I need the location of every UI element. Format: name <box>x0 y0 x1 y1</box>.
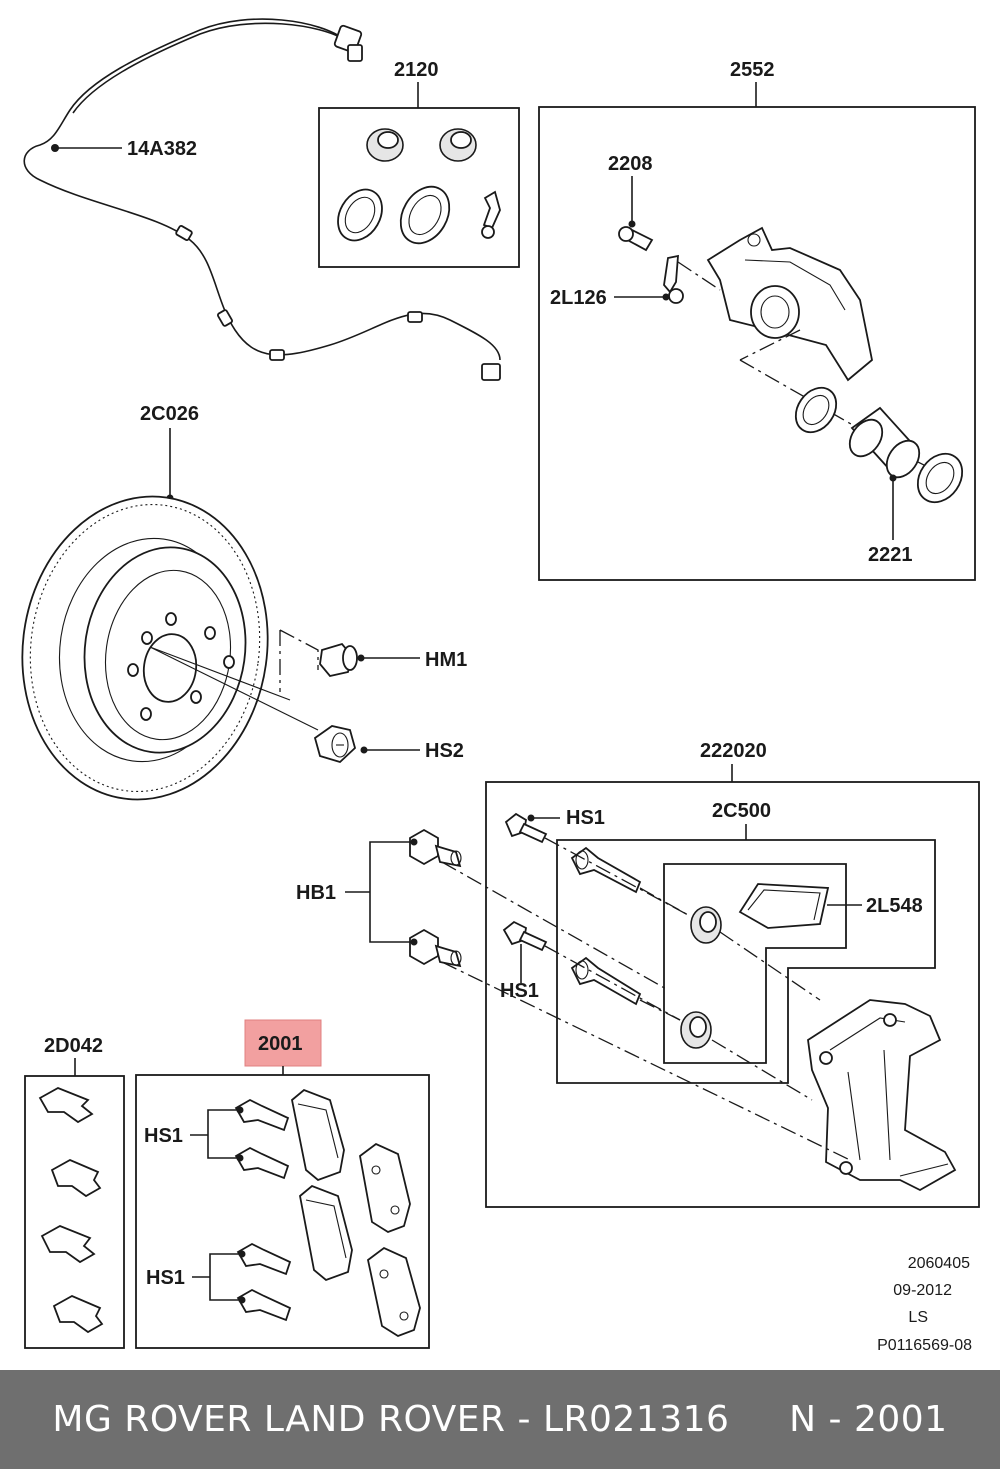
kit-2120-box <box>318 107 520 268</box>
wear-sensor-wire <box>23 18 501 381</box>
pin-boot-bottom <box>680 1011 712 1049</box>
diagram-code: LS <box>908 1309 928 1326</box>
brake-pad-1 <box>291 1088 345 1182</box>
label-2l126: 2L126 <box>550 287 607 309</box>
label-2l548: 2L548 <box>866 895 923 917</box>
kit-2120-parts <box>337 128 501 245</box>
brake-pad-2 <box>359 1142 411 1233</box>
label-hb1: HB1 <box>296 882 336 904</box>
label-hm1: HM1 <box>425 649 467 671</box>
grease-2l548-box <box>663 863 847 1064</box>
piston-boot <box>916 452 964 504</box>
bolt-hs1-carrier-mid <box>502 920 548 952</box>
label-2001: 2001 <box>258 1033 303 1055</box>
pad-clip-2 <box>50 1158 102 1198</box>
grease-packet <box>738 883 830 929</box>
bleed-screw <box>618 226 654 252</box>
bolt-hs1-pads-3 <box>236 1242 292 1276</box>
label-hs1-mid: HS1 <box>500 980 539 1002</box>
pin-boot-top <box>690 906 722 944</box>
brake-pad-3 <box>299 1184 353 1282</box>
piston <box>848 406 921 479</box>
label-hs1-bottom: HS1 <box>146 1267 185 1289</box>
guide-pin-top <box>570 846 642 894</box>
footer-text: MG ROVER LAND ROVER - LR021316 N - 2001 <box>52 1399 948 1440</box>
diagram-date: 09-2012 <box>893 1282 952 1299</box>
carrier-222020-box <box>485 781 980 1208</box>
highlight-2001 <box>244 1019 322 1067</box>
bolt-hs1-carrier-top <box>504 812 548 844</box>
label-14a382: 14A382 <box>127 138 197 160</box>
label-2d042: 2D042 <box>44 1035 103 1057</box>
caliper-body <box>706 226 873 382</box>
label-2c500: 2C500 <box>712 800 771 822</box>
bleed-cap <box>663 254 684 304</box>
brake-pad-4 <box>367 1246 421 1337</box>
label-hs2: HS2 <box>425 740 464 762</box>
footer-bar: MG ROVER LAND ROVER - LR021316 N - 2001 <box>0 1370 1000 1469</box>
piston-seal <box>794 386 838 434</box>
guide-pin-kit-2c500-box <box>556 839 936 1084</box>
label-2c026: 2C026 <box>140 403 199 425</box>
diagram-number: 2060405 <box>908 1255 970 1272</box>
screw-hs2 <box>313 725 357 764</box>
parts-diagram: 14A382 2120 2552 2208 2L126 <box>21 18 980 1354</box>
pad-clip-4 <box>52 1294 104 1334</box>
label-222020: 222020 <box>700 740 767 762</box>
carrier-bracket <box>807 999 957 1192</box>
caliper-2552-box <box>538 106 976 581</box>
pad-clip-1 <box>38 1087 94 1124</box>
pad-clip-3 <box>40 1225 96 1264</box>
label-hs1-top: HS1 <box>144 1125 183 1147</box>
hub-part-hm1 <box>319 642 358 677</box>
bolt-hb1-top <box>409 828 462 868</box>
guide-pin-bottom <box>570 956 642 1006</box>
label-hs1-carrier: HS1 <box>566 807 605 829</box>
clips-2d042-box <box>24 1075 125 1349</box>
label-2221: 2221 <box>868 544 913 566</box>
bolt-hs1-pads-4 <box>236 1288 292 1322</box>
label-2120: 2120 <box>394 59 439 81</box>
brake-disc <box>21 495 269 801</box>
pads-2001-box <box>135 1074 430 1349</box>
bolt-hs1-pads-1 <box>234 1098 290 1132</box>
label-2208: 2208 <box>608 153 653 175</box>
bolt-hb1-bottom <box>409 928 462 968</box>
label-2552: 2552 <box>730 59 775 81</box>
bolt-hs1-pads-2 <box>234 1146 290 1180</box>
diagram-ref: P0116569-08 <box>877 1337 972 1354</box>
